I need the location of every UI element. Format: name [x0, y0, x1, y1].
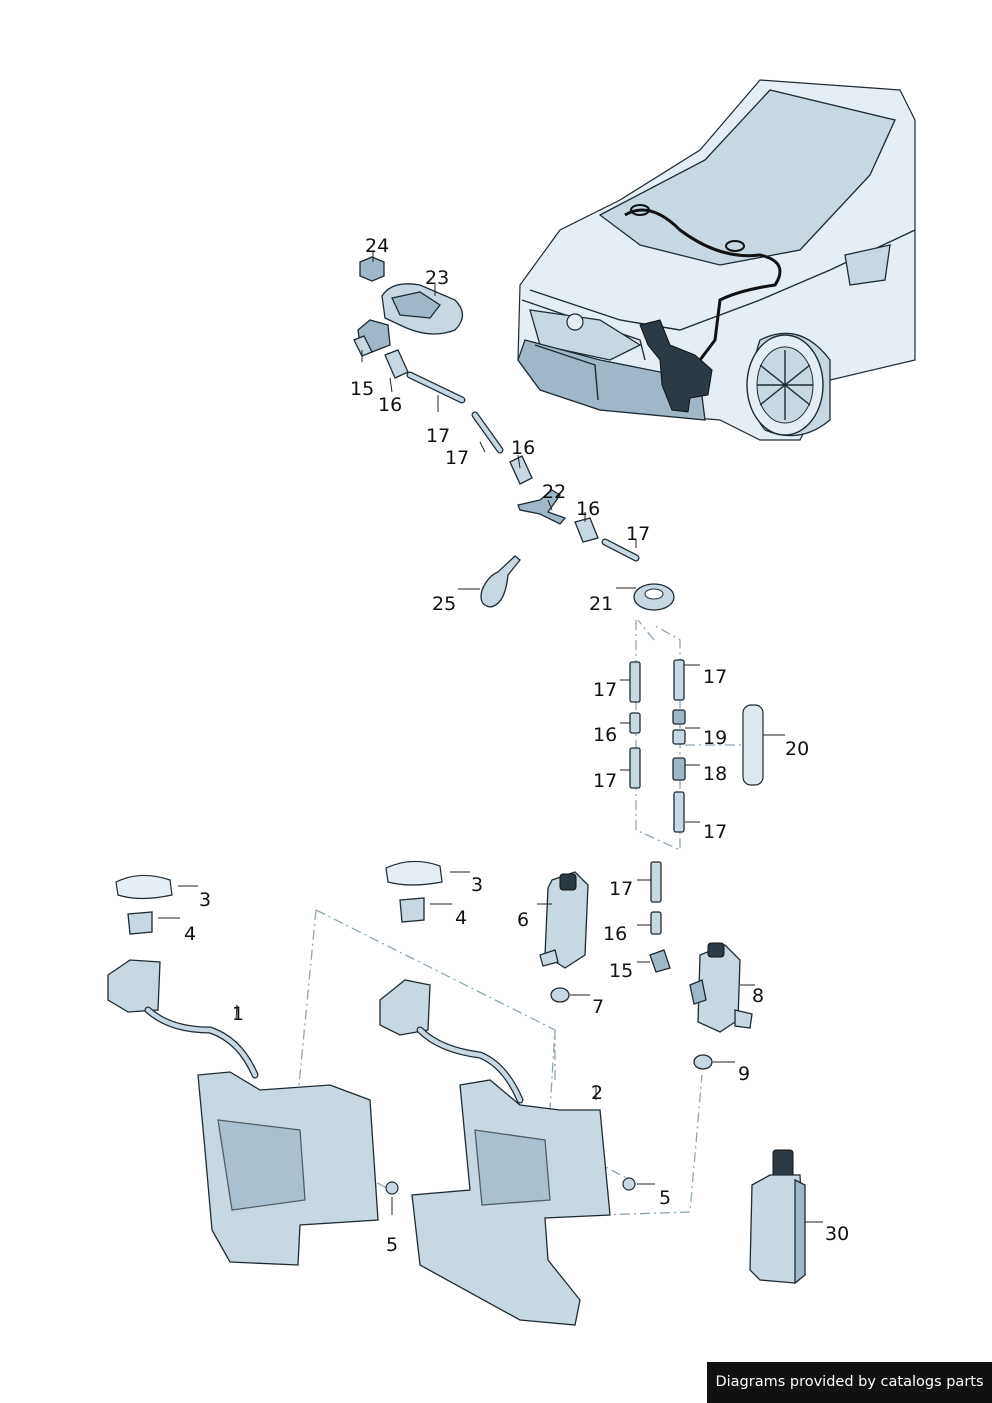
grommet-9 [693, 1054, 713, 1070]
callout-17f: 17 [593, 770, 617, 792]
grommet-7 [550, 987, 570, 1003]
callout-20: 20 [785, 738, 809, 760]
nut-5a [385, 1181, 399, 1195]
callout-22: 22 [542, 481, 566, 503]
callout-17h: 17 [609, 878, 633, 900]
callout-25: 25 [432, 593, 456, 615]
callout-17b: 17 [445, 447, 469, 469]
washer-pumps [539, 871, 753, 1070]
connector-16b [509, 455, 533, 485]
callout-1: 1 [232, 1003, 244, 1025]
cable-tie-25 [480, 555, 521, 608]
callout-9: 9 [738, 1063, 750, 1085]
strainer-4a [127, 911, 153, 935]
callout-8: 8 [752, 985, 764, 1007]
callout-21: 21 [589, 593, 613, 615]
foam-tube-20 [742, 704, 764, 786]
callout-16c: 16 [576, 498, 600, 520]
callout-4a: 4 [184, 923, 196, 945]
callout-3a: 3 [199, 889, 211, 911]
callout-16e: 16 [603, 923, 627, 945]
callout-17a: 17 [426, 425, 450, 447]
washer-reservoir-1 [107, 874, 399, 1266]
callout-5b: 5 [659, 1187, 671, 1209]
callout-17d: 17 [593, 679, 617, 701]
callout-5a: 5 [386, 1234, 398, 1256]
callout-6: 6 [517, 909, 529, 931]
callout-4b: 4 [455, 907, 467, 929]
credit-banner: Diagrams provided by catalogs parts [707, 1362, 992, 1403]
callout-18: 18 [703, 763, 727, 785]
strainer-4b [399, 897, 425, 923]
callout-17g: 17 [703, 821, 727, 843]
callout-15a: 15 [350, 378, 374, 400]
callout-2: 2 [591, 1082, 603, 1104]
nut-5b [622, 1177, 636, 1191]
callout-3b: 3 [471, 874, 483, 896]
callout-30: 30 [825, 1223, 849, 1245]
pump-6 [544, 871, 589, 969]
callout-16a: 16 [378, 394, 402, 416]
hose-section [629, 659, 764, 973]
callout-17e: 17 [703, 666, 727, 688]
car-front-illustration [517, 79, 916, 441]
filler-cap-3b [385, 860, 443, 886]
washer-reservoir-2 [379, 860, 636, 1326]
nozzle-assembly [353, 256, 675, 611]
callout-labels: 1 2 3 3 4 4 5 5 6 7 8 9 15 16 17 17 16 2… [184, 235, 849, 1256]
connector-16a [384, 349, 409, 379]
washer-fluid-bottle-30 [749, 1149, 806, 1285]
callout-7: 7 [592, 996, 604, 1018]
callout-16b: 16 [511, 437, 535, 459]
callout-23: 23 [425, 267, 449, 289]
filler-cap-3a [115, 874, 173, 900]
connector-16c [574, 517, 599, 543]
callout-24: 24 [365, 235, 389, 257]
callout-19: 19 [703, 727, 727, 749]
leader-lines [158, 252, 823, 1223]
tee-piece-22 [517, 489, 567, 525]
callout-15b: 15 [609, 960, 633, 982]
callout-16d: 16 [593, 724, 617, 746]
cap-24 [359, 256, 385, 282]
callout-17c: 17 [626, 523, 650, 545]
